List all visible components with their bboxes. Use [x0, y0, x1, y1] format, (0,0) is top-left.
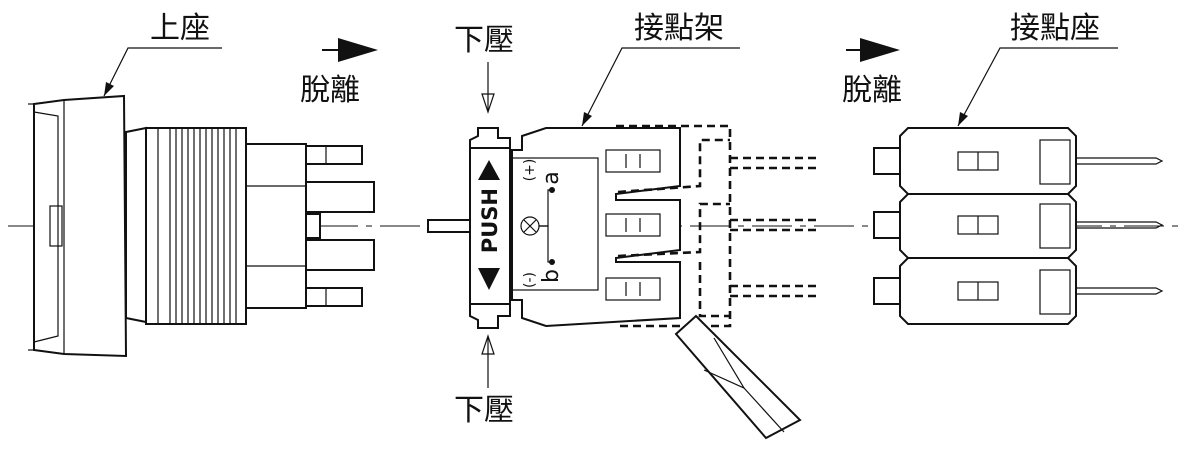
terminal-a-label: a: [539, 171, 564, 184]
contact-frame-leader: [581, 47, 740, 127]
screwdriver-icon: [674, 314, 802, 440]
upper-seat-leader: [103, 47, 222, 97]
arrow-right-icon: [322, 38, 378, 62]
upper-seat-part: [28, 94, 375, 358]
arrow-right-icon: [846, 38, 900, 62]
push-arrow-up-icon: [478, 160, 500, 180]
contact-seat-leader: [957, 47, 1118, 127]
plus-symbol: (+): [522, 159, 538, 182]
press-label-top: 下壓: [454, 23, 514, 58]
arrow-head-icon: [104, 82, 114, 96]
arrow-head-icon: [958, 112, 968, 126]
contact-frame-label: 接點架: [634, 11, 724, 46]
upper-seat-label: 上座: [150, 11, 210, 46]
contact-frame-body: [511, 124, 816, 328]
detach-label-right: 脫離: [842, 73, 902, 108]
contact-seat-part: [873, 127, 1164, 325]
detach-label-left: 脫離: [300, 73, 360, 108]
lamp-icon: [520, 187, 555, 265]
press-label-bottom: 下壓: [454, 393, 514, 428]
terminal-b-label: b: [539, 269, 564, 283]
push-arrow-down-icon: [478, 268, 500, 290]
arrow-up-icon: [481, 334, 495, 388]
contact-seat-label: 接點座: [1010, 11, 1100, 46]
arrow-head-icon: [582, 112, 592, 126]
push-label: PUSH: [478, 188, 502, 253]
minus-symbol: (-): [522, 272, 538, 288]
arrow-down-icon: [481, 62, 495, 114]
